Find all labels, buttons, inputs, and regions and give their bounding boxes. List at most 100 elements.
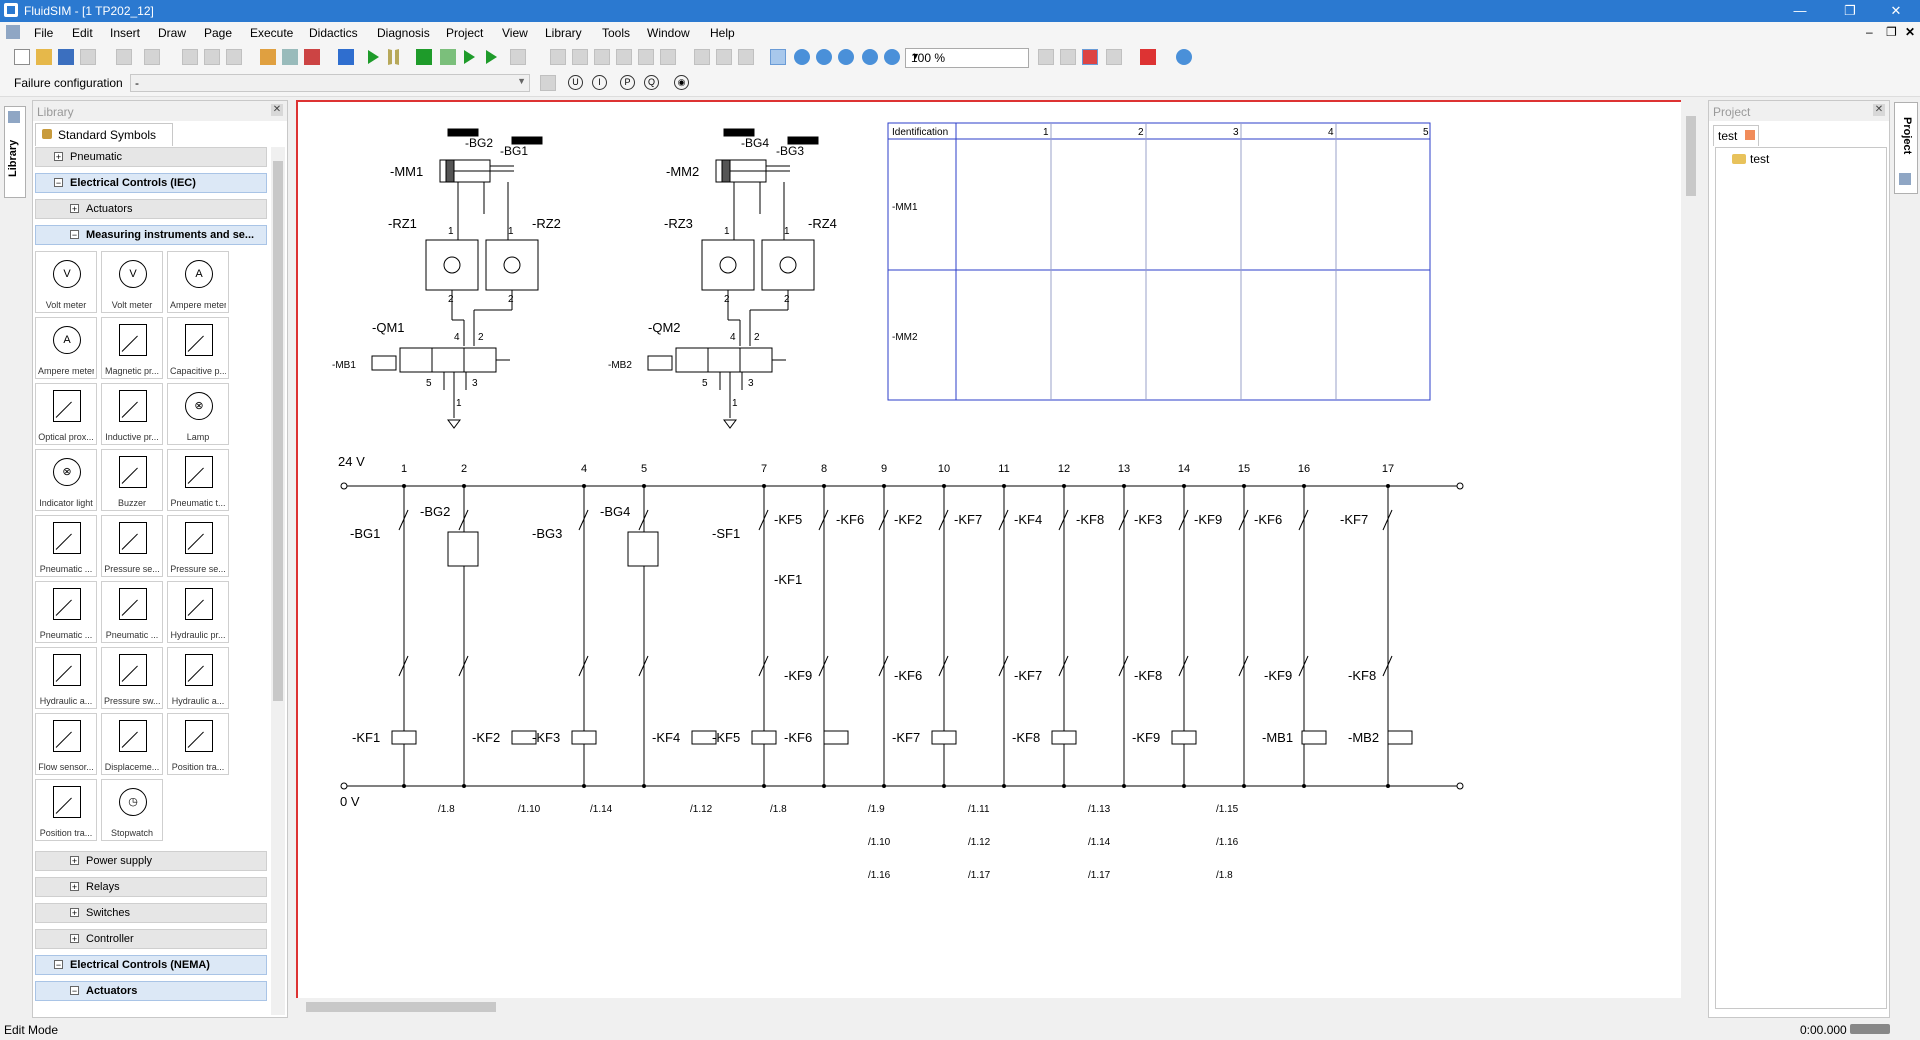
tree-item-top-1[interactable]: −Electrical Controls (IEC) [35, 173, 267, 193]
collapse-icon[interactable]: − [70, 230, 79, 240]
align-top-icon[interactable] [616, 49, 632, 65]
symbol-tile[interactable]: Pressure sw... [101, 647, 163, 709]
align-center-icon[interactable] [572, 49, 588, 65]
align-middle-icon[interactable] [638, 49, 654, 65]
project-tree-node[interactable]: test [1750, 152, 1770, 166]
single-step-icon[interactable] [464, 50, 476, 64]
connect-icon[interactable] [282, 49, 298, 65]
menu-draw[interactable]: Draw [158, 26, 187, 40]
symbol-tile[interactable]: ⊗Indicator light [35, 449, 97, 511]
open-file-icon[interactable] [36, 49, 52, 65]
symbol-tile[interactable]: Hydraulic pr... [167, 581, 229, 643]
check-drawing-icon[interactable] [260, 49, 276, 65]
failure-u-icon[interactable]: U [568, 75, 583, 90]
stop-simulation-icon[interactable] [338, 49, 354, 65]
symbol-tile[interactable]: Pneumatic ... [101, 581, 163, 643]
tree-item-bottom-3[interactable]: +Controller [35, 929, 267, 949]
symbol-tile[interactable]: Pressure se... [167, 515, 229, 577]
step-to-end-icon[interactable] [486, 50, 498, 64]
symbol-tile[interactable]: Hydraulic a... [35, 647, 97, 709]
symbol-tile[interactable]: Buzzer [101, 449, 163, 511]
new-file-icon[interactable] [14, 49, 30, 65]
undo-icon[interactable] [116, 49, 132, 65]
failure-configuration-select[interactable]: - ▼ [130, 74, 530, 92]
paste-icon[interactable] [226, 49, 242, 65]
tree-item-bottom-0[interactable]: +Power supply [35, 851, 267, 871]
help-icon[interactable] [1176, 49, 1192, 65]
expand-icon[interactable]: + [70, 882, 79, 892]
tree-item-bottom-1[interactable]: +Relays [35, 877, 267, 897]
menu-view[interactable]: View [502, 26, 528, 40]
tree-item-top-2[interactable]: +Actuators [35, 199, 267, 219]
zoom-fit-icon[interactable] [838, 49, 854, 65]
expand-icon[interactable]: + [54, 152, 63, 162]
menu-window[interactable]: Window [647, 26, 690, 40]
failure-p-icon[interactable]: P [620, 75, 635, 90]
symbol-tile[interactable]: Pressure se... [101, 515, 163, 577]
print-icon[interactable] [80, 49, 96, 65]
align-left-icon[interactable] [550, 49, 566, 65]
restore-button[interactable]: ❐ [1844, 3, 1856, 18]
collapse-icon[interactable]: − [54, 178, 63, 188]
symbol-tile[interactable]: Pneumatic ... [35, 515, 97, 577]
menu-page[interactable]: Page [204, 26, 233, 40]
tree-item-bottom-4[interactable]: −Electrical Controls (NEMA) [35, 955, 267, 975]
symbol-tile[interactable]: Inductive pr... [101, 383, 163, 445]
expand-icon[interactable]: + [70, 934, 79, 944]
pin-icon[interactable] [304, 49, 320, 65]
symbol-tile[interactable]: Displaceme... [101, 713, 163, 775]
symbol-tile[interactable]: Position tra... [167, 713, 229, 775]
collapse-icon[interactable]: − [54, 960, 63, 970]
close-icon[interactable]: ✕ [1873, 104, 1885, 116]
align-bottom-icon[interactable] [660, 49, 676, 65]
close-button[interactable]: ✕ [1890, 3, 1902, 18]
library-scrollbar-thumb[interactable] [273, 161, 283, 701]
menu-tools[interactable]: Tools [602, 26, 631, 40]
tree-item-bottom-5[interactable]: −Actuators [35, 981, 267, 1001]
page-icon[interactable] [1106, 49, 1122, 65]
step-back-icon[interactable] [440, 49, 456, 65]
close-icon[interactable]: ✕ [271, 104, 283, 116]
pause-simulation-icon[interactable] [388, 49, 399, 65]
zoom-minus-icon[interactable] [884, 49, 900, 65]
zoom-plus-icon[interactable] [862, 49, 878, 65]
pdf-icon[interactable] [1140, 49, 1156, 65]
expand-icon[interactable]: + [70, 856, 79, 866]
expand-icon[interactable]: + [70, 908, 79, 918]
symbol-tile[interactable]: Magnetic pr... [101, 317, 163, 379]
menu-edit[interactable]: Edit [72, 26, 93, 40]
tree-item-top-0[interactable]: +Pneumatic [35, 147, 267, 167]
tree-item-bottom-2[interactable]: +Switches [35, 903, 267, 923]
canvas-hscrollbar-thumb[interactable] [306, 1002, 496, 1012]
library-scrollbar[interactable] [271, 147, 285, 1015]
reset-simulation-icon[interactable] [416, 49, 432, 65]
mdi-close-icon[interactable]: ✕ [1905, 25, 1916, 39]
symbol-tile[interactable]: Pneumatic t... [167, 449, 229, 511]
grid-icon[interactable] [1038, 49, 1054, 65]
align-right-icon[interactable] [594, 49, 610, 65]
standard-symbols-tab[interactable]: Standard Symbols [35, 123, 173, 146]
failure-q-icon[interactable]: Q [644, 75, 659, 90]
symbol-tile[interactable]: Flow sensor... [35, 713, 97, 775]
collapse-icon[interactable]: − [70, 986, 79, 996]
menu-diagnosis[interactable]: Diagnosis [377, 26, 430, 40]
symbol-tile[interactable]: Hydraulic a... [167, 647, 229, 709]
document-menu-icon[interactable] [6, 25, 20, 39]
menu-library[interactable]: Library [545, 26, 582, 40]
zoom-selection-icon[interactable] [770, 49, 786, 65]
cut-icon[interactable] [182, 49, 198, 65]
canvas-vscrollbar[interactable] [1684, 102, 1698, 996]
distribute-icon[interactable] [738, 49, 754, 65]
menu-help[interactable]: Help [710, 26, 735, 40]
menu-didactics[interactable]: Didactics [309, 26, 358, 40]
start-simulation-icon[interactable] [368, 50, 380, 64]
canvas-hscrollbar[interactable] [306, 1000, 1676, 1014]
redo-icon[interactable] [144, 49, 160, 65]
expand-icon[interactable]: + [70, 204, 79, 214]
zoom-in-icon[interactable] [794, 49, 810, 65]
copy-icon[interactable] [204, 49, 220, 65]
